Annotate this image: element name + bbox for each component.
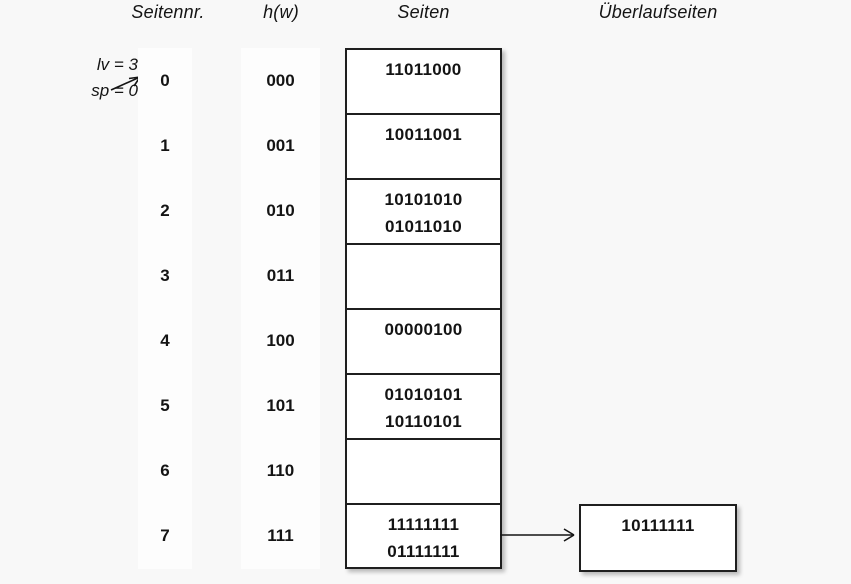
record-entry: 11111111 [387,515,460,534]
record-entry: 10110101 [384,412,463,431]
hash-value-cell: 001 [266,135,295,155]
hash-value-cell: 000 [266,70,295,90]
page-number-cell: 1 [160,135,170,155]
hash-value-cell: 111 [267,525,294,545]
column-header-ueberlaufseiten: Überlaufseiten [598,2,718,22]
page-number-cell: 6 [160,460,170,480]
parameters-block: lv = 3 sp = 0 [33,52,138,104]
page-bucket-cell [347,440,500,505]
pages-table: 11011000 10011001 10101010 01011010 00000100… [345,48,502,569]
page-number-cell: 3 [160,265,170,285]
column-header-hw: h(w) [263,2,299,22]
column-header-seitennr: Seitennr. [131,2,205,22]
hash-value-cell: 011 [266,265,295,285]
page-bucket-cell: 10101010 01011010 [347,180,500,245]
page-bucket-cell: 10011001 [347,115,500,180]
hash-value-cell: 010 [266,200,295,220]
record-entry: 01010101 [384,385,463,404]
page-number-cell: 7 [160,525,170,545]
page-number-cell: 2 [160,200,170,220]
param-lv: lv = 3 [96,55,138,74]
record-entry: 01111111 [387,542,460,561]
page-number-cell: 4 [160,330,170,350]
column-header-seiten: Seiten [397,2,450,22]
page-bucket-cell: 01010101 10110101 [347,375,500,440]
param-sp: sp = 0 [91,81,138,100]
overflow-link-arrow-icon [500,528,575,542]
column-band-hw: 000 001 010 011 100 101 110 111 [241,48,320,569]
hash-value-cell: 101 [266,395,295,415]
page-bucket-cell: 11111111 01111111 [347,505,500,570]
page-bucket-cell [347,245,500,310]
page-bucket-cell: 00000100 [347,310,500,375]
hash-value-cell: 100 [266,330,295,350]
column-band-seitennr: 0 1 2 3 4 5 6 7 [138,48,192,569]
page-number-cell: 5 [160,395,170,415]
overflow-page-box: 10111111 [579,504,737,572]
record-entry: 10011001 [384,125,463,144]
overflow-record-entry: 10111111 [621,516,695,535]
page-bucket-cell: 11011000 [347,50,500,115]
record-entry: 11011000 [385,60,462,79]
page-number-cell: 0 [160,70,170,90]
record-entry: 01011010 [384,217,463,236]
hash-value-cell: 110 [266,460,295,480]
record-entry: 00000100 [384,320,463,339]
record-entry: 10101010 [384,190,463,209]
